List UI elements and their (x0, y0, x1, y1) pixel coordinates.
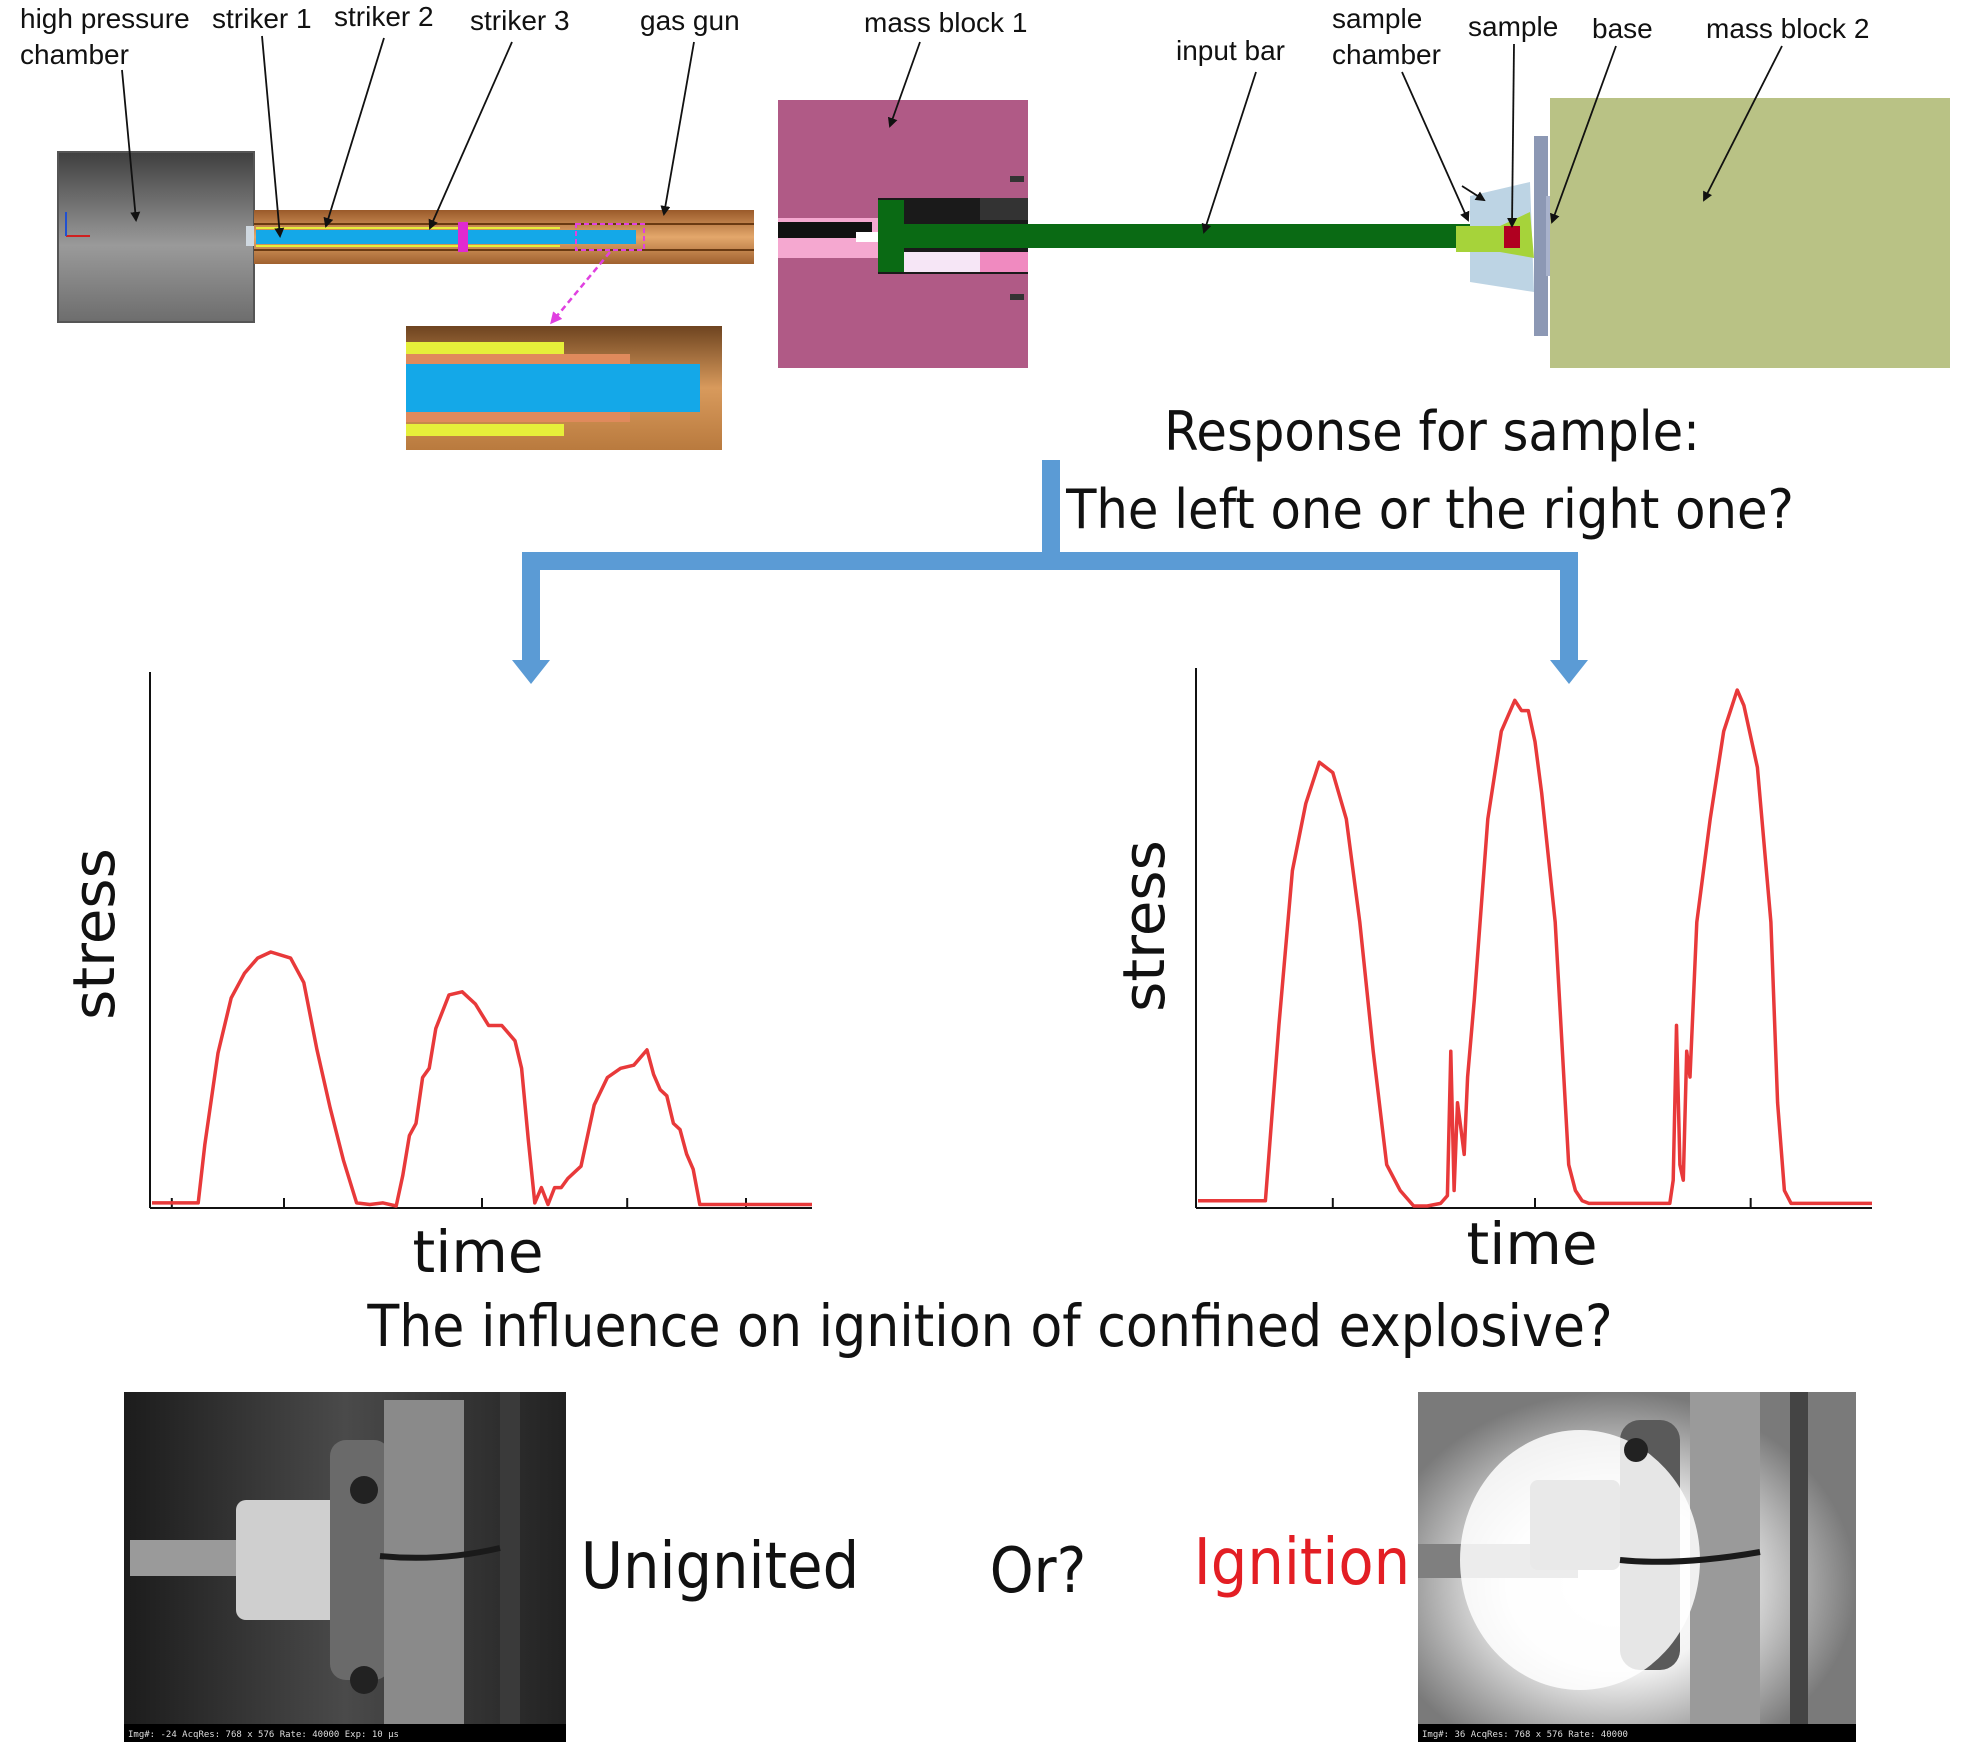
chart-left-curve (152, 950, 812, 1208)
chart-right: stress time (1110, 668, 1872, 1278)
label-striker-2: striker 2 (334, 1, 434, 32)
label-high-pressure-chamber-1: high pressure (20, 3, 190, 34)
photo-ignition: Img#: 36 AcqRes: 768 x 576 Rate: 40000 (1418, 1392, 1856, 1742)
chart-left-ticks (170, 1198, 747, 1208)
zoom-arrow (550, 251, 611, 325)
leader-striker-2 (323, 37, 385, 228)
branch-left-shaft (522, 552, 540, 662)
leader-high-pressure-chamber (121, 69, 141, 222)
label-mass-block-2: mass block 2 (1706, 13, 1869, 44)
mass-block-2 (1550, 98, 1950, 368)
leader-lines (121, 35, 1783, 238)
label-sample: sample (1468, 11, 1558, 42)
chart-left: stress time (60, 672, 812, 1286)
sample-chamber (1456, 182, 1534, 292)
branch-right-shaft (1560, 552, 1578, 662)
chart-right-ylabel: stress (1110, 840, 1178, 1012)
photo-unignited: Img#: -24 AcqRes: 768 x 576 Rate: 40000 … (124, 1392, 566, 1742)
label-sample-chamber-2: chamber (1332, 39, 1441, 70)
leader-input-bar (1201, 71, 1257, 234)
leader-mass-block-1 (887, 41, 921, 128)
apparatus (57, 98, 1950, 450)
chart-right-curve (1198, 688, 1872, 1208)
leader-sample (1507, 43, 1518, 228)
chart-left-ylabel: stress (60, 848, 128, 1020)
bottom-question: The influence on ignition of confined ex… (366, 1293, 1612, 1360)
label-gas-gun: gas gun (640, 5, 740, 36)
question-line-1: Response for sample: (1164, 401, 1700, 463)
branch-arrows (512, 460, 1588, 684)
chart-left-xlabel: time (412, 1218, 543, 1286)
chart-right-ticks (1331, 1198, 1752, 1208)
outcome-ignition: Ignition (1194, 1525, 1410, 1600)
input-bar (904, 224, 1474, 248)
input-bar-flange (878, 200, 904, 272)
branch-stem (1042, 460, 1060, 560)
label-striker-1: striker 1 (212, 3, 312, 34)
outcome-unignited: Unignited (581, 1529, 859, 1604)
high-pressure-chamber (57, 151, 255, 323)
label-sample-chamber-1: sample (1332, 3, 1422, 34)
leader-striker-3 (428, 41, 513, 230)
branch-bar (522, 552, 1578, 570)
label-mass-block-1: mass block 1 (864, 7, 1027, 38)
branch-left-arrowhead (512, 660, 550, 684)
label-high-pressure-chamber-2: chamber (20, 39, 129, 70)
branch-right-arrowhead (1550, 660, 1588, 684)
striker-inset (406, 326, 722, 450)
leader-sample-chamber (1401, 71, 1470, 222)
label-base: base (1592, 13, 1653, 44)
zoom-region (575, 223, 645, 251)
chart-right-xlabel: time (1466, 1210, 1597, 1278)
photo-ignition-caption: Img#: 36 AcqRes: 768 x 576 Rate: 40000 (1422, 1730, 1628, 1740)
sample (1504, 226, 1520, 248)
label-input-bar: input bar (1176, 35, 1285, 66)
axis-triad-icon (65, 212, 90, 237)
leader-striker-1 (261, 35, 285, 238)
leader-mass-block-2 (1703, 45, 1783, 202)
leader-gas-gun (660, 41, 695, 216)
photo-unignited-caption: Img#: -24 AcqRes: 768 x 576 Rate: 40000 … (128, 1730, 399, 1740)
outcome-or: Or? (990, 1534, 1086, 1607)
label-striker-3: striker 3 (470, 5, 570, 36)
component-labels: high pressure chamber striker 1 striker … (20, 1, 1869, 70)
striker-marker (458, 222, 468, 252)
striker-1 (256, 230, 636, 244)
leader-base (1550, 45, 1617, 224)
question-line-2: The left one or the right one? (1065, 479, 1794, 541)
leader-sample-chamber-2 (1461, 185, 1486, 202)
